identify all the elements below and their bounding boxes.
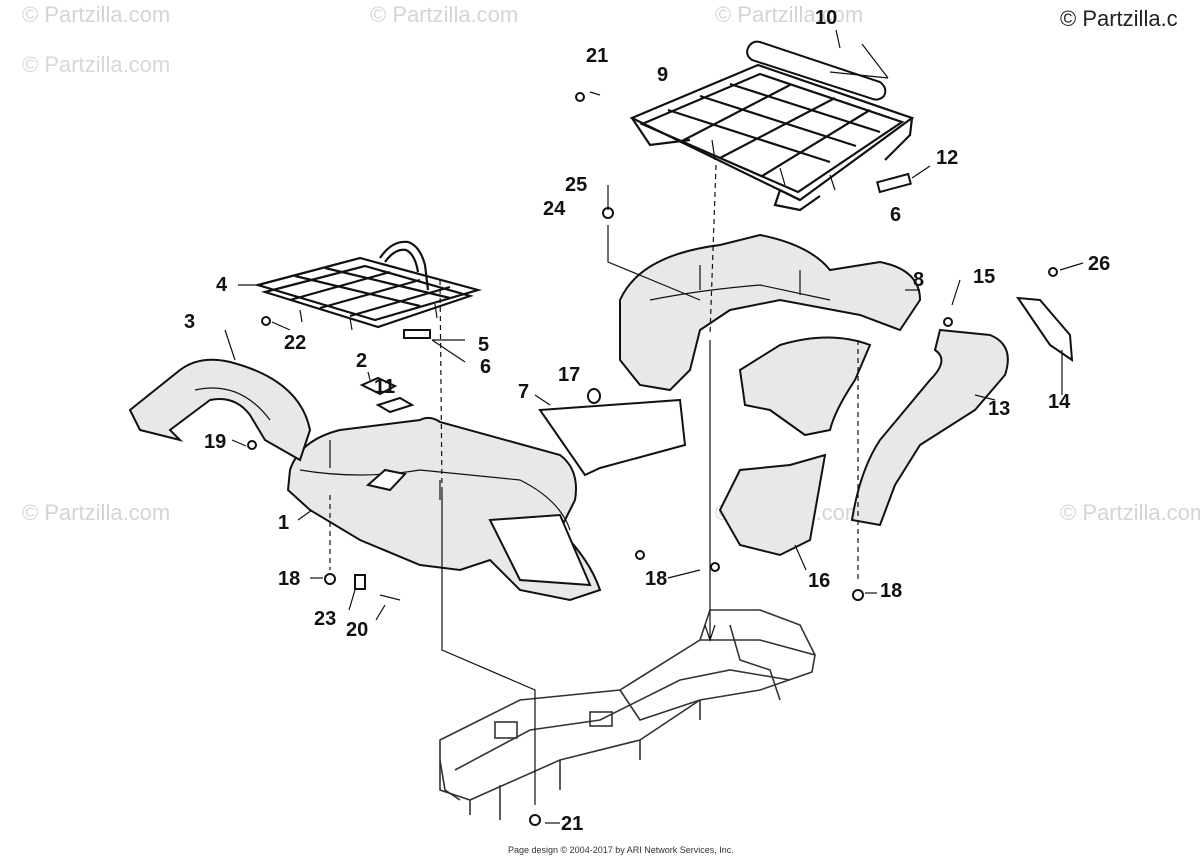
watermark-text: © Partzilla.com — [370, 2, 518, 27]
rear-rack — [629, 40, 915, 212]
watermark-text: © Partzilla.com — [715, 2, 863, 27]
callout-21[interactable]: 21 — [561, 813, 583, 835]
callout-18[interactable]: 18 — [880, 580, 902, 602]
callout-15[interactable]: 15 — [973, 266, 995, 288]
callout-19[interactable]: 19 — [204, 431, 226, 453]
rear-fender-inner — [738, 336, 872, 437]
callout-18[interactable]: 18 — [645, 568, 667, 590]
callout-2[interactable]: 2 — [356, 350, 367, 372]
callout-11[interactable]: 11 — [374, 376, 395, 398]
callout-20[interactable]: 20 — [346, 619, 368, 641]
callouts: 1 2 3 4 5 6 6 7 8 9 10 11 12 13 14 15 16… — [184, 7, 1110, 835]
callout-23[interactable]: 23 — [314, 608, 336, 630]
watermark-text: © Partzilla.com — [22, 2, 170, 27]
callout-1[interactable]: 1 — [278, 512, 289, 534]
callout-5[interactable]: 5 — [478, 334, 489, 356]
callout-9[interactable]: 9 — [657, 64, 668, 86]
callout-4[interactable]: 4 — [216, 274, 228, 296]
leader-lines — [224, 29, 1084, 824]
watermark-text: © Partzilla.com — [22, 52, 170, 77]
callout-6[interactable]: 6 — [890, 204, 901, 226]
footer-text: Page design © 2004-2017 by ARI Network S… — [508, 845, 734, 855]
callout-26[interactable]: 26 — [1088, 253, 1110, 275]
watermark-text: © Partzilla.com — [1060, 500, 1200, 525]
mud-flap-7 — [538, 398, 687, 477]
callout-16[interactable]: 16 — [808, 570, 830, 592]
fender-flare-13 — [850, 328, 1009, 527]
callout-17[interactable]: 17 — [558, 364, 580, 386]
callout-22[interactable]: 22 — [284, 332, 306, 354]
callout-3[interactable]: 3 — [184, 311, 195, 333]
frame-chassis — [439, 609, 816, 820]
callout-12[interactable]: 12 — [936, 147, 958, 169]
callout-10[interactable]: 10 — [815, 7, 837, 29]
callout-6[interactable]: 6 — [480, 356, 491, 378]
watermark-text: © Partzilla.com — [22, 500, 170, 525]
grommet-17 — [587, 388, 601, 404]
front-fender-inner — [128, 358, 312, 462]
decal-11 — [375, 396, 415, 414]
callout-21[interactable]: 21 — [586, 45, 608, 67]
splash-guard-16 — [718, 453, 827, 557]
rear-fender — [619, 233, 922, 392]
callout-7[interactable]: 7 — [518, 381, 529, 403]
callout-8[interactable]: 8 — [913, 269, 924, 291]
cover-plate-2 — [359, 376, 398, 396]
fasteners — [247, 92, 1058, 826]
front-fender — [286, 416, 602, 602]
callout-14[interactable]: 14 — [1048, 391, 1071, 413]
callout-13[interactable]: 13 — [988, 398, 1010, 420]
front-rack — [253, 240, 483, 339]
callout-24[interactable]: 24 — [543, 198, 566, 220]
callout-18[interactable]: 18 — [278, 568, 300, 590]
callout-25[interactable]: 25 — [565, 174, 587, 196]
copyright-text: © Partzilla.c — [1060, 6, 1178, 31]
shield-14 — [1015, 296, 1074, 363]
